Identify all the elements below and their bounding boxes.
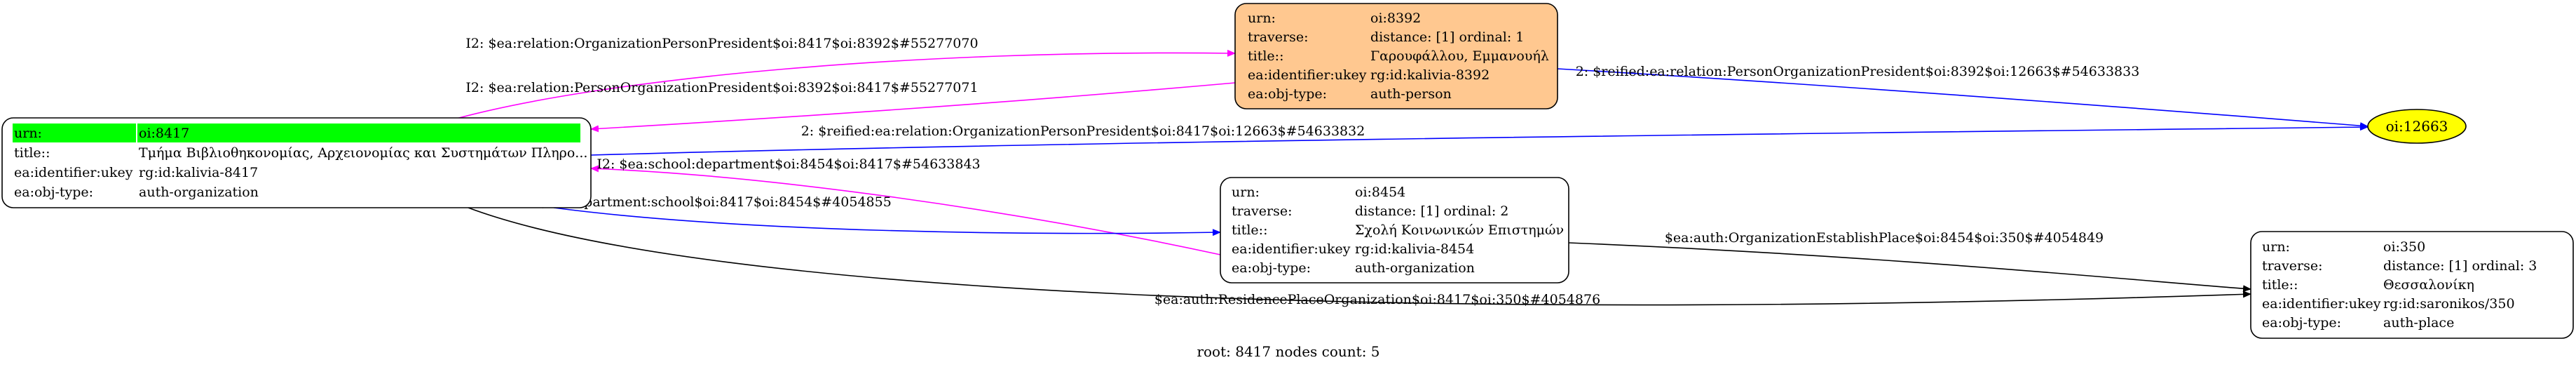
node-value: rg:id:saronikos/350 [2383, 296, 2515, 312]
node-key: traverse: [1248, 29, 1309, 45]
node-key: ea:identifier:ukey [14, 165, 133, 180]
node-key: traverse: [1232, 203, 1293, 219]
edge-label-org-school: 2: $ea:department:school$oi:8417$oi:8454… [522, 194, 892, 210]
edge-label-person-org: I2: $ea:relation:PersonOrganizationPresi… [465, 80, 978, 95]
node-value: Σχολή Κοινωνικών Επιστημών [1355, 222, 1564, 238]
node-value: distance: [1] ordinal: 1 [1370, 29, 1524, 45]
node-key: urn: [2262, 239, 2290, 255]
node-school[interactable]: urn: oi:8454 traverse: distance: [1] ord… [1220, 177, 1569, 283]
node-key: urn: [1232, 185, 1260, 200]
node-value: oi:8392 [1370, 11, 1421, 26]
node-root-organization[interactable]: urn: oi:8417 title:: Τμήμα Βιβλιοθηκονομ… [1, 117, 592, 208]
graph-footer: root: 8417 nodes count: 5 [1197, 343, 1379, 360]
node-key: title:: [1232, 222, 1267, 238]
node-value: Γαρουφάλλου, Εμμανουήλ [1370, 48, 1549, 64]
edge-school-to-place [1568, 242, 2251, 293]
node-value: rg:id:kalivia-8454 [1355, 241, 1474, 257]
node-value: Τμήμα Βιβλιοθηκονομίας, Αρχειονομίας και… [139, 145, 587, 161]
edge-school-to-org [590, 165, 1221, 255]
edge-label-person-reified: 2: $reified:ea:relation:PersonOrganizati… [1576, 64, 2140, 79]
node-value: rg:id:kalivia-8417 [139, 165, 258, 180]
edge-label-org-place: $ea:auth:ResidencePlaceOrganization$oi:8… [1154, 292, 1600, 307]
node-place[interactable]: urn: oi:350 traverse: distance: [1] ordi… [2250, 231, 2574, 339]
edge-label-org-person: I2: $ea:relation:OrganizationPersonPresi… [465, 36, 978, 51]
node-key: ea:identifier:ukey [1232, 241, 1351, 257]
edge-person-to-org [590, 82, 1236, 133]
node-key: ea:obj-type: [14, 185, 93, 200]
node-value: distance: [1] ordinal: 3 [2383, 258, 2537, 274]
edge-org-to-person [448, 49, 1236, 121]
node-value: oi:8417 [139, 126, 189, 141]
reified-node-label: oi:12663 [2386, 118, 2448, 135]
node-value: oi:350 [2383, 239, 2425, 255]
node-key: ea:obj-type: [2262, 315, 2341, 331]
node-key: ea:obj-type: [1248, 86, 1327, 102]
node-key: ea:obj-type: [1232, 260, 1311, 276]
node-value: auth-person [1370, 86, 1452, 102]
node-person[interactable]: urn: oi:8392 traverse: distance: [1] ord… [1234, 3, 1558, 109]
node-value: auth-organization [139, 185, 259, 200]
root-urn-key-highlight [13, 124, 136, 142]
node-reified[interactable]: oi:12663 [2367, 109, 2467, 144]
edge-label-school-place: $ea:auth:OrganizationEstablishPlace$oi:8… [1665, 230, 2104, 246]
edge-label-org-reified: 2: $reified:ea:relation:OrganizationPers… [801, 124, 1365, 139]
edge-label-school-org: I2: $ea:school:department$oi:8454$oi:841… [597, 156, 980, 172]
node-value: oi:8454 [1355, 185, 1405, 200]
node-key: title:: [1248, 48, 1283, 64]
edge-org-to-reified [590, 124, 2369, 156]
edge-org-to-school [553, 207, 1221, 236]
edge-org-to-place [468, 207, 2251, 306]
node-key: title:: [2262, 277, 2298, 293]
node-value: Θεσσαλονίκη [2383, 277, 2474, 293]
node-value: auth-place [2383, 315, 2454, 331]
node-key: urn: [1248, 11, 1276, 26]
node-key: ea:identifier:ukey [2262, 296, 2381, 312]
root-urn-value-highlight [137, 124, 580, 142]
node-value: auth-organization [1355, 260, 1475, 276]
node-key: ea:identifier:ukey [1248, 67, 1367, 83]
node-key: title:: [14, 145, 50, 161]
node-key: traverse: [2262, 258, 2323, 274]
node-key: urn: [14, 126, 42, 141]
node-value: rg:id:kalivia-8392 [1370, 67, 1490, 83]
node-value: distance: [1] ordinal: 2 [1355, 203, 1508, 219]
edge-person-to-reified [1557, 68, 2369, 130]
